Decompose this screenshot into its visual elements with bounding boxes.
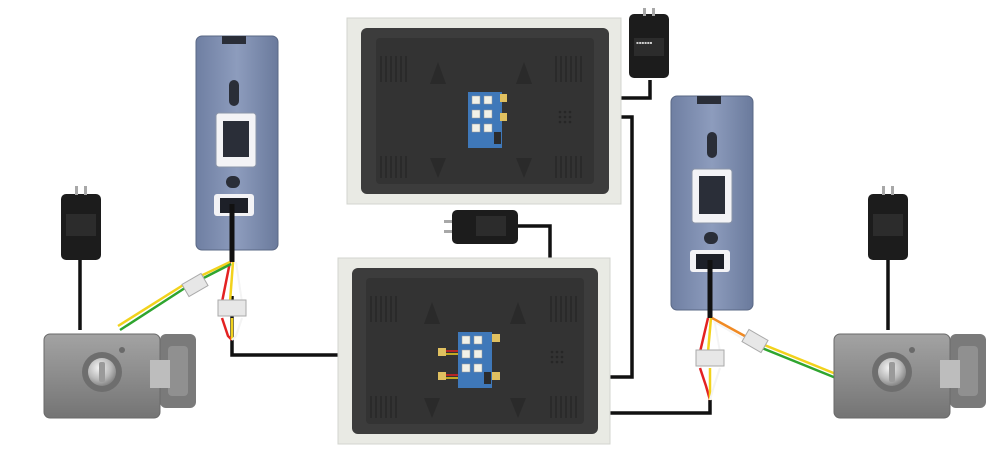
mount-slot (424, 302, 440, 324)
vent-grille (380, 156, 410, 178)
power-adapter-4 (868, 186, 908, 260)
vent-grille (548, 396, 578, 418)
mount-slot (430, 158, 446, 178)
mount-slot (516, 62, 532, 84)
mount-slot (516, 158, 532, 178)
vent-grille (555, 156, 585, 178)
indoor-monitor-2 (337, 257, 611, 445)
vent-grille (548, 296, 578, 322)
camera-recess (699, 176, 725, 214)
speaker-holes (558, 110, 572, 124)
power-adapter-3 (61, 186, 101, 260)
mount-slot (430, 62, 446, 84)
door-station-1-wires (117, 204, 243, 341)
speaker-slot (707, 132, 717, 158)
vent-grille (370, 396, 400, 418)
mount-slot (424, 398, 440, 418)
mount-slot (510, 302, 526, 324)
speaker-slot (229, 80, 239, 106)
connector (181, 272, 247, 317)
mount-slot (510, 398, 526, 418)
vent-grille (380, 56, 410, 82)
vent-grille (370, 296, 400, 322)
speaker-holes (550, 350, 564, 364)
camera-recess (223, 121, 249, 157)
vent-grille (555, 56, 585, 82)
power-adapter-2 (444, 210, 518, 244)
door-station-1 (195, 35, 279, 251)
terminal-board (438, 332, 500, 388)
electric-lock-2 (833, 333, 986, 419)
power-adapter-1: ▪▪▪▪▪▪ (629, 8, 669, 78)
electric-lock-1 (43, 333, 196, 419)
connector (695, 328, 769, 367)
adapter-label: ▪▪▪▪▪▪ (636, 40, 653, 45)
indoor-monitor-1 (346, 17, 622, 205)
terminal-leads (446, 350, 458, 379)
terminal-board (468, 92, 507, 148)
